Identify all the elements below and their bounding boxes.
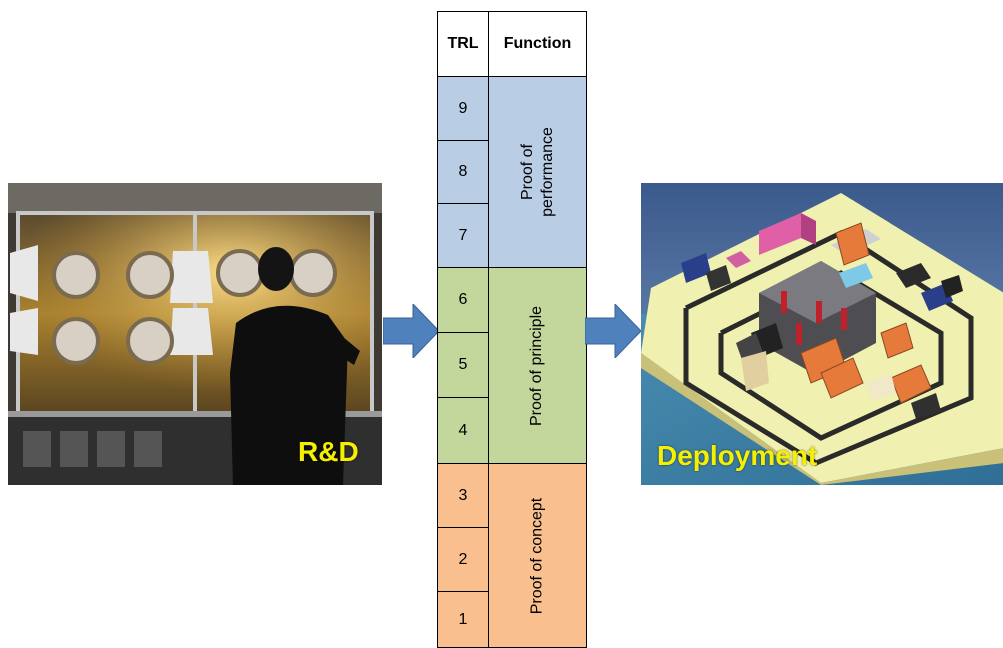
performance-label-line2: performance bbox=[538, 127, 556, 217]
trl-level-2: 2 bbox=[438, 527, 488, 591]
trl-level-6: 6 bbox=[438, 267, 488, 332]
trl-level-7: 7 bbox=[438, 203, 488, 267]
principle-label: Proof of principle bbox=[528, 305, 546, 426]
concept-label: Proof of concept bbox=[528, 497, 546, 614]
deployment-rendering: Deployment bbox=[641, 183, 1003, 485]
trl-level-3: 3 bbox=[438, 463, 488, 527]
performance-label-line1: Proof of bbox=[518, 143, 536, 201]
trl-level-5: 5 bbox=[438, 332, 488, 397]
trl-level-4: 4 bbox=[438, 397, 488, 463]
function-proof-of-principle: Proof of principle bbox=[488, 267, 586, 463]
trl-header: TRL bbox=[438, 12, 488, 76]
function-proof-of-concept: Proof of concept bbox=[488, 463, 586, 647]
arrow-right-icon bbox=[383, 304, 439, 358]
rnd-caption: R&D bbox=[298, 436, 359, 467]
trl-level-8: 8 bbox=[438, 140, 488, 203]
trl-level-9: 9 bbox=[438, 76, 488, 140]
rnd-photo: R&D bbox=[8, 183, 382, 485]
deployment-caption: Deployment bbox=[657, 440, 818, 471]
function-header: Function bbox=[488, 12, 586, 76]
trl-level-1: 1 bbox=[438, 591, 488, 647]
arrow-right-icon bbox=[585, 304, 641, 358]
